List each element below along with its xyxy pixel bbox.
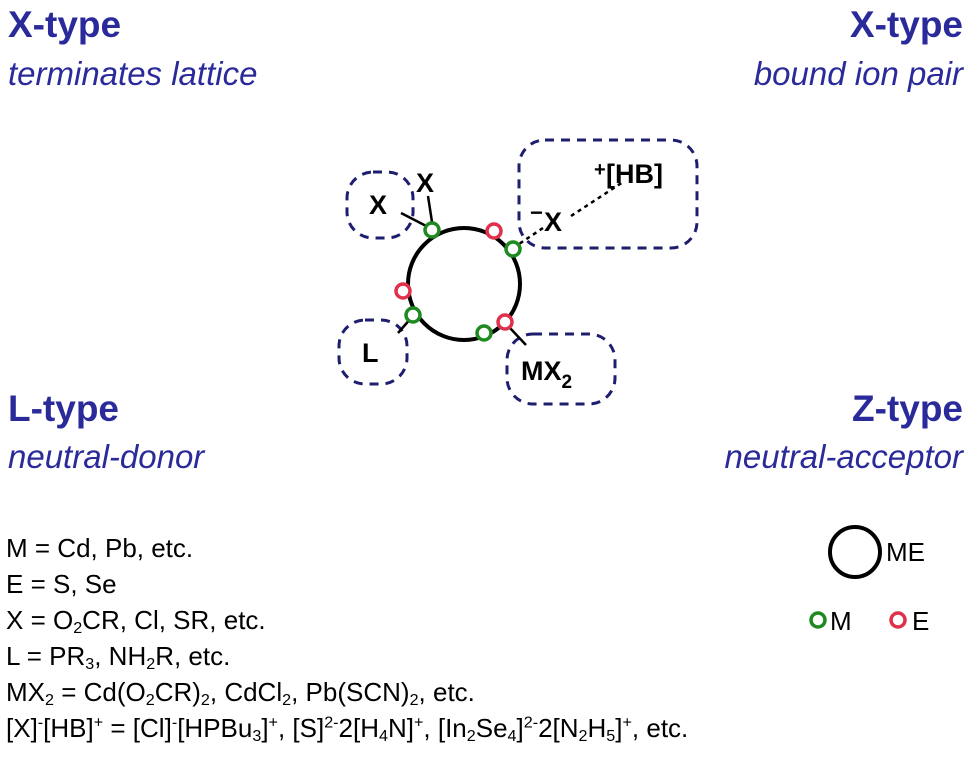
chalcogen-site-icon (394, 282, 412, 300)
x-bare-bond (426, 195, 434, 223)
definition-x: X = O2CR, Cl, SR, etc. (6, 605, 266, 638)
chalcogen-site-icon (496, 313, 514, 331)
definition-e: E = S, Se (6, 569, 117, 599)
l-type-title: L-type (8, 388, 119, 429)
x-type-lattice-title: X-type (8, 4, 122, 45)
x-ion-pair-dashed-box (517, 138, 699, 250)
hb-ion-interaction (570, 180, 624, 218)
definition-ion-pair: [X]-[HB]+ = [Cl]-[HPBu3]+, [S]2-2[H4N]+,… (6, 713, 689, 746)
hb-charge: + (594, 159, 606, 181)
x-lattice-dashed-box (345, 170, 415, 240)
x-lattice-label: X (369, 190, 387, 220)
x-type-lattice-subtitle: terminates lattice (8, 55, 258, 92)
definition-mx2: MX2 = Cd(O2CR)2, CdCl2, Pb(SCN)2, etc. (6, 677, 475, 710)
metal-site-icon (475, 324, 493, 342)
mx2-label: MX2 (521, 356, 572, 393)
definition-m: M = Cd, Pb, etc. (6, 533, 194, 563)
z-type-title: Z-type (852, 388, 963, 429)
hb-label: [HB] (606, 159, 663, 189)
definition-l: L = PR3, NH2R, etc. (6, 641, 231, 674)
metal-site-icon (404, 306, 422, 324)
chalcogen-site-icon (485, 222, 503, 240)
l-dashed-box (337, 318, 409, 386)
metal-site-icon (423, 221, 441, 239)
mx2-bond (509, 327, 527, 346)
l-label: L (362, 338, 379, 368)
key-metal-label: M (830, 606, 852, 636)
x-bare-label: X (416, 168, 434, 198)
x-ion-bond (515, 226, 544, 248)
z-type-subtitle: neutral-acceptor (724, 438, 963, 475)
key-chalcogen-label: E (912, 606, 929, 636)
key-particle-label: ME (886, 537, 925, 567)
key-particle-icon (828, 525, 882, 579)
metal-site-icon (504, 240, 522, 258)
definitions-list: M = Cd, Pb, etc. E = S, Se X = O2CR, Cl,… (6, 530, 688, 746)
mx2-dashed-box (505, 332, 617, 406)
key-metal-icon (809, 611, 827, 629)
key-chalcogen-icon (889, 611, 907, 629)
x-ion-charge: − (530, 200, 543, 225)
x-type-ion-pair-subtitle: bound ion pair (753, 55, 963, 92)
x-ion-label: X (544, 207, 562, 237)
l-type-subtitle: neutral-donor (8, 438, 205, 475)
x-type-ion-pair-title: X-type (849, 4, 963, 45)
